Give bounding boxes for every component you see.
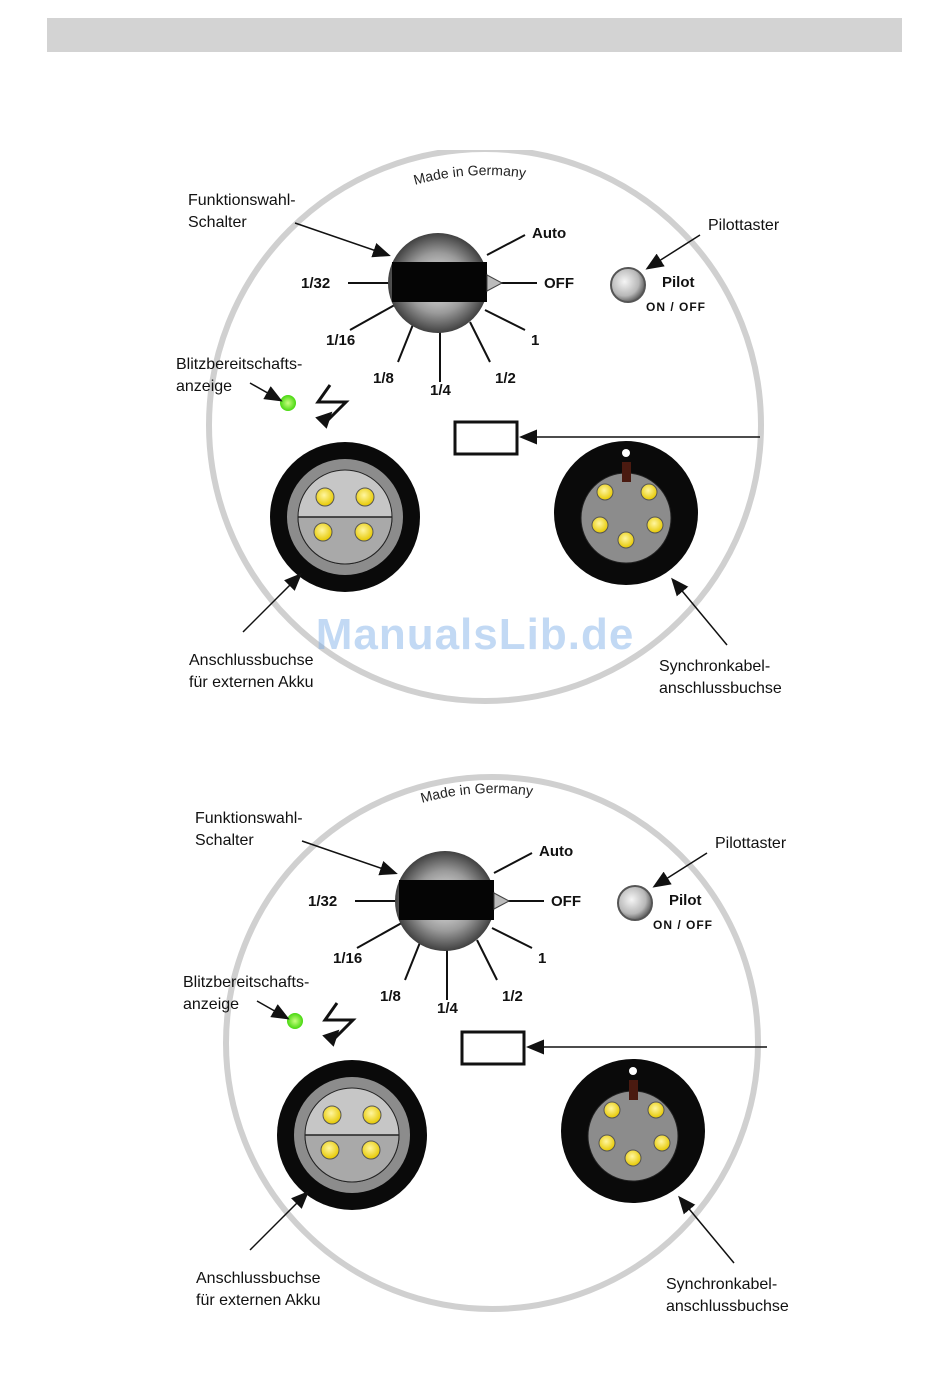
pilot-button-text: Pilot: [669, 892, 702, 909]
sync-label-line1: Synchronkabel-: [659, 658, 771, 675]
selector-label-line2: Schalter: [188, 214, 247, 231]
lightning-icon: [322, 1002, 357, 1047]
leader-arrows: [242, 222, 760, 646]
battery-socket[interactable]: [277, 1060, 427, 1210]
device-face-svg: Made in Germany Auto OFF 1/32 1/16 1/8 1…: [223, 774, 767, 1312]
position-auto: Auto: [539, 843, 573, 860]
position-1: 1: [531, 332, 539, 349]
position-1-16: 1/16: [333, 950, 362, 967]
function-selector-knob[interactable]: [395, 851, 511, 951]
sync-label: Synchronkabel- anschlussbuchse: [659, 656, 782, 700]
ready-label: Blitzbereitschafts- anzeige: [183, 972, 309, 1016]
pilot-button-sub: ON / OFF: [653, 918, 713, 932]
pilot-label: Pilottaster: [715, 835, 787, 852]
sync-socket[interactable]: [554, 441, 698, 585]
pilot-button-text: Pilot: [662, 274, 695, 291]
ready-label-line1: Blitzbereitschafts-: [176, 356, 303, 373]
ready-led: [280, 395, 296, 411]
sync-label-line2: anschlussbuchse: [666, 1298, 789, 1315]
sync-label-line1: Synchronkabel-: [666, 1276, 778, 1293]
header-bar: [47, 18, 902, 52]
pilot-button[interactable]: [610, 267, 646, 303]
position-off: OFF: [544, 275, 574, 292]
selector-label-line1: Funktionswahl-: [195, 810, 303, 827]
device-outline: [223, 774, 761, 1312]
diagram-panel-2: Made in Germany Auto OFF 1/32 1/16 1/8 1…: [7, 768, 950, 1368]
position-1-32: 1/32: [301, 275, 330, 292]
position-1-4: 1/4: [430, 382, 452, 399]
pilot-button-sub: ON / OFF: [646, 300, 706, 314]
position-1-2: 1/2: [495, 370, 516, 387]
position-1-8: 1/8: [373, 370, 394, 387]
device-outline: [206, 150, 764, 704]
selector-label-line2: Schalter: [195, 832, 254, 849]
battery-label-line1: Anschlussbuchse: [189, 652, 314, 669]
position-off: OFF: [551, 893, 581, 910]
ready-label-line1: Blitzbereitschafts-: [183, 974, 310, 991]
selector-label: Funktionswahl- Schalter: [188, 190, 296, 234]
sync-label-line2: anschlussbuchse: [659, 680, 782, 697]
label-slot: [453, 420, 519, 456]
diagram-panel-1: Made in Germany Auto OFF 1/32 1/16 1/8 1…: [0, 150, 950, 750]
ready-label: Blitzbereitschafts- anzeige: [176, 354, 302, 398]
watermark: ManualsLib.de: [315, 610, 635, 659]
battery-label-line2: für externen Akku: [189, 674, 314, 691]
maker-text-path: Made in Germany: [412, 162, 527, 188]
sync-socket[interactable]: [561, 1059, 705, 1203]
battery-label: Anschlussbuchse für externen Akku: [189, 650, 314, 694]
position-auto: Auto: [532, 225, 566, 242]
device-face-svg: Made in Germany Auto OFF 1/32 1/16 1/8 1…: [206, 150, 764, 704]
battery-label-line2: für externen Akku: [196, 1292, 321, 1309]
battery-label: Anschlussbuchse für externen Akku: [196, 1268, 321, 1312]
label-slot: [460, 1030, 526, 1066]
position-1: 1: [538, 950, 546, 967]
pilot-button[interactable]: [617, 885, 653, 921]
lightning-icon: [315, 384, 350, 429]
position-1-2: 1/2: [502, 988, 523, 1005]
ready-led: [287, 1013, 303, 1029]
selector-label-line1: Funktionswahl-: [188, 192, 296, 209]
position-1-4: 1/4: [437, 1000, 459, 1017]
sync-label: Synchronkabel- anschlussbuchse: [666, 1274, 789, 1318]
position-1-32: 1/32: [308, 893, 337, 910]
ready-label-line2: anzeige: [176, 378, 233, 395]
selector-label: Funktionswahl- Schalter: [195, 808, 303, 852]
pilot-label: Pilottaster: [708, 217, 780, 234]
battery-socket[interactable]: [270, 442, 420, 592]
position-1-16: 1/16: [326, 332, 355, 349]
leader-arrows: [249, 840, 767, 1264]
battery-label-line1: Anschlussbuchse: [196, 1270, 321, 1287]
ready-label-line2: anzeige: [183, 996, 240, 1013]
maker-text: Made in Germany: [412, 162, 527, 188]
position-1-8: 1/8: [380, 988, 401, 1005]
function-selector-knob[interactable]: [388, 233, 504, 333]
